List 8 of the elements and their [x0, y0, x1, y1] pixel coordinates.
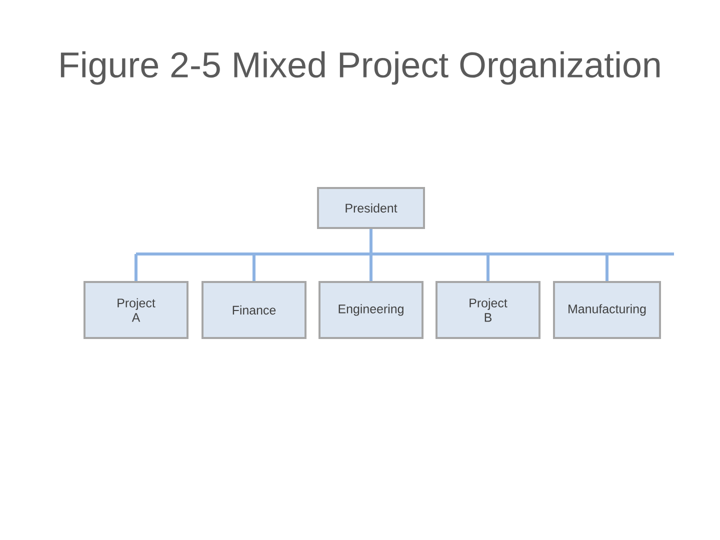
org-box: Finance: [202, 281, 306, 339]
connector-line: [134, 228, 676, 282]
org-box: President: [317, 187, 425, 229]
org-box: Project A: [84, 281, 188, 339]
org-box: Engineering: [318, 281, 424, 339]
org-box: Manufacturing: [553, 281, 661, 339]
org-box: Project B: [436, 281, 540, 339]
title: Figure 2-5 Mixed Project Organization: [60, 51, 660, 85]
